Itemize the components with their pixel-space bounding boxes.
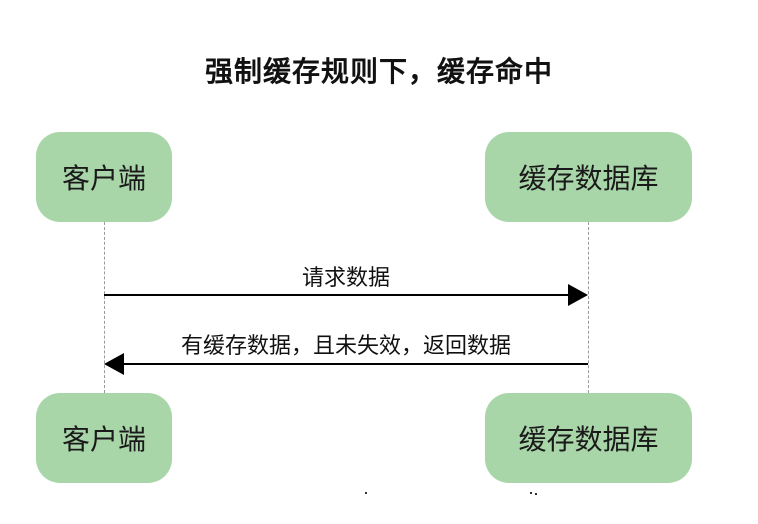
message-label-request: 请求数据 [301,266,390,291]
participant-cache-top: 缓存数据库 [485,132,692,222]
participant-cache-bottom: 缓存数据库 [485,393,692,483]
participant-client-bottom: 客户端 [36,393,172,483]
speck [365,492,367,494]
speck [535,493,537,495]
lifeline-client [104,222,105,393]
message-label-response: 有缓存数据，且未失效，返回数据 [180,334,511,359]
participant-client-top: 客户端 [36,132,172,222]
speck [530,492,532,494]
lifeline-cache [588,222,589,393]
diagram-title: 强制缓存规则下，缓存命中 [204,55,553,88]
